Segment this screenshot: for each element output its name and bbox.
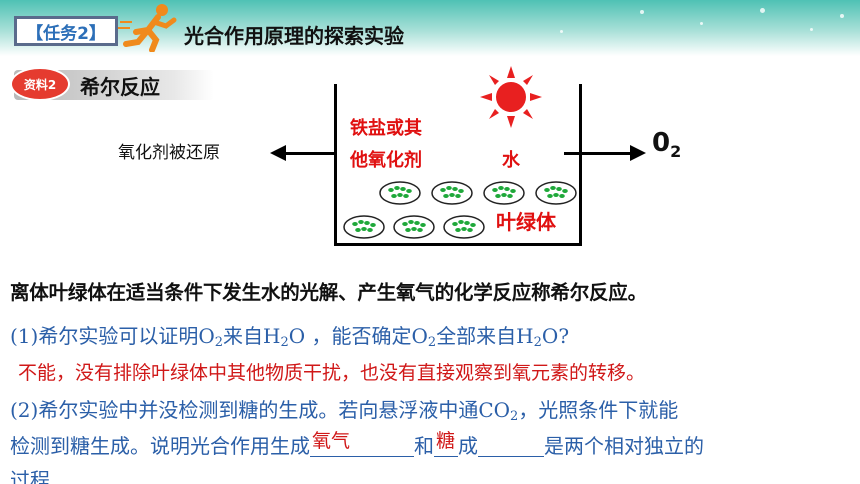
oxidant-label-line1: 铁盐或其 — [350, 118, 422, 139]
q2-line1-sub: 2 — [510, 409, 519, 424]
question-2-line2: 检测到糖生成。说明光合作用生成氧气 和糖成 是两个相对独立的 — [10, 430, 704, 459]
chloroplast-icon — [431, 181, 473, 205]
chloroplast-icon — [393, 215, 435, 239]
left-arrow-head-icon — [270, 145, 286, 161]
answer-1: 不能，没有排除叶绿体中其他物质干扰，也没有直接观察到氧元素的转移。 — [18, 362, 646, 384]
q1-sub2: 2 — [280, 335, 289, 350]
q2-line1-part2: ，光照条件下就能 — [518, 398, 679, 422]
material-header: 资料2 希尔反应 — [8, 64, 308, 104]
blank-2-answer: 糖 — [436, 430, 456, 452]
chloroplast-icon — [343, 215, 385, 239]
left-arrow-line — [284, 152, 336, 155]
water-label: 水 — [502, 150, 520, 171]
right-arrow-line — [564, 152, 632, 155]
sun-icon — [480, 66, 542, 128]
answer-blank-2[interactable]: 糖 — [434, 430, 458, 457]
q2-line2-part1: 检测到糖生成。说明光合作用生成 — [10, 434, 310, 458]
beaker-container — [334, 84, 582, 246]
oxygen-main: 0 — [652, 128, 671, 158]
task-title: 光合作用原理的探索实验 — [184, 24, 404, 48]
q1-part5: O? — [541, 324, 570, 348]
q1-part4: 全部来自H — [436, 324, 534, 348]
oxygen-label: 02 — [652, 128, 681, 161]
oxygen-subscript: 2 — [670, 142, 682, 161]
q1-sub3: 2 — [427, 335, 437, 350]
q2-line2-part3: 成 — [458, 434, 478, 458]
blank-1-answer: 氧气 — [312, 430, 351, 452]
right-arrow-head-icon — [630, 145, 646, 161]
q2-line1-part1: (2)希尔实验中并没检测到糖的生成。若向悬浮液中通CO — [10, 398, 511, 422]
q1-part2: 来自H — [223, 324, 281, 348]
runner-icon — [118, 4, 177, 52]
question-1: (1)希尔实验可以证明O2来自H2O ，能否确定O2全部来自H2O? — [10, 320, 569, 350]
answer-blank-3[interactable] — [478, 434, 544, 457]
oxidant-label-line2: 他氧化剂 — [350, 150, 422, 171]
q2-line2-part4: 是两个相对独立的 — [544, 434, 704, 458]
q2-line2-part2: 和 — [414, 434, 434, 458]
hill-reaction-definition: 离体叶绿体在适当条件下发生水的光解、产生氧气的化学反应称希尔反应。 — [10, 281, 647, 304]
chloroplast-icon — [535, 181, 577, 205]
answer-blank-1[interactable]: 氧气 — [310, 430, 414, 457]
chloroplast-icon — [379, 181, 421, 205]
chloroplast-icon — [443, 215, 485, 239]
material-badge: 资料2 — [10, 67, 70, 101]
chloroplast-label: 叶绿体 — [496, 210, 556, 234]
chloroplast-icon — [483, 181, 525, 205]
question-2-line3: 过程 — [10, 468, 50, 484]
q1-sub1: 2 — [214, 335, 224, 350]
question-2-line1: (2)希尔实验中并没检测到糖的生成。若向悬浮液中通CO2，光照条件下就能 — [10, 394, 678, 424]
task-tag: 【任务2】 — [14, 16, 118, 46]
q1-part3: O ，能否确定O — [288, 324, 428, 348]
q1-part1: (1)希尔实验可以证明O — [10, 324, 215, 348]
material-title: 希尔反应 — [80, 75, 160, 99]
oxidant-reduced-label: 氧化剂被还原 — [118, 143, 220, 163]
q1-sub4: 2 — [533, 335, 542, 350]
